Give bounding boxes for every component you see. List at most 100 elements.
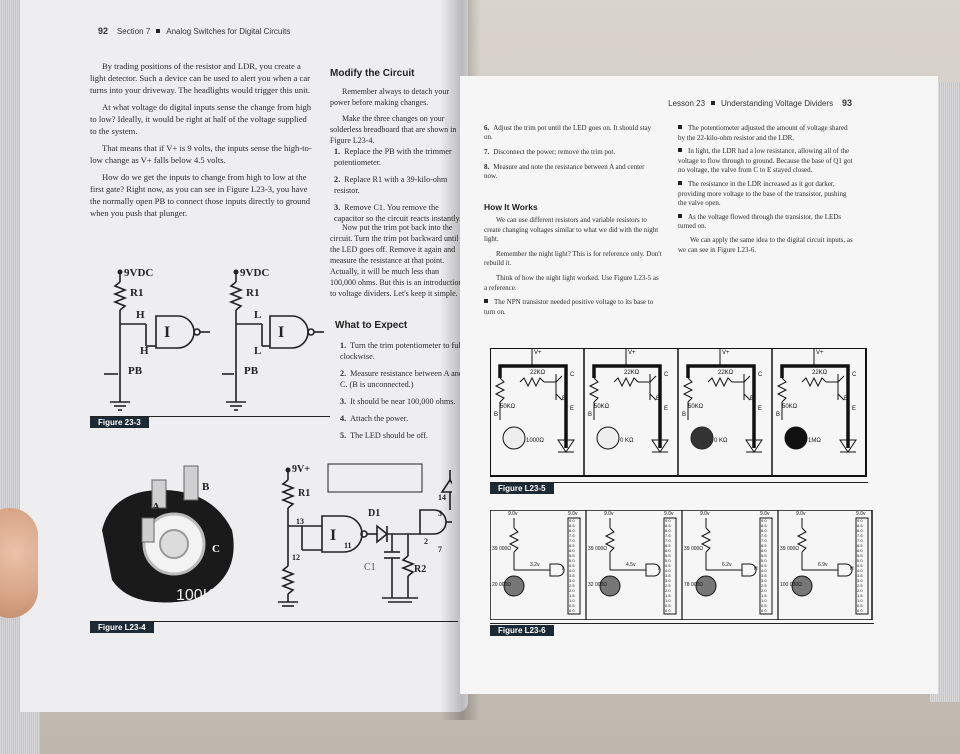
step-text: Attach the power. <box>350 414 409 423</box>
scale-tick-label: 4.5 <box>857 563 863 568</box>
scale-tick-label: 3.5 <box>665 573 671 578</box>
scale-tick-label: 5.5 <box>857 553 863 558</box>
scale-tick-label: 5.0 <box>569 558 575 563</box>
paragraph: How do we get the inputs to change from … <box>90 172 311 218</box>
paragraph: We can use different resistors and varia… <box>484 216 659 244</box>
pin-label: 11 <box>344 541 352 550</box>
panel-label: 6.2v <box>722 562 732 568</box>
panel-label: 50KΩ <box>500 404 516 410</box>
scale-tick-label: 7.0 <box>857 538 863 543</box>
scale-tick-label: 1.0 <box>665 598 671 603</box>
step-text: Disconnect the power; remove the trim po… <box>493 148 616 156</box>
scale-tick-label: 6.0 <box>761 548 767 553</box>
lesson-label: Lesson 23 <box>668 99 706 108</box>
panel-label: 9.0v <box>856 511 866 517</box>
scale-tick-label: 0.0 <box>761 608 767 613</box>
panel-label: 22KΩ <box>530 370 546 376</box>
panel-label: H <box>850 566 854 572</box>
scale-tick-label: 4.5 <box>569 563 575 568</box>
state-label: L <box>254 309 261 321</box>
scale-tick-label: 4.0 <box>761 568 767 573</box>
paragraph: By trading positions of the resistor and… <box>90 61 311 95</box>
diode-label: D1 <box>368 508 380 519</box>
panel-label: 39 000Ω <box>588 546 608 552</box>
right-bullets: The potentiometer adjusted the amount of… <box>678 124 854 260</box>
scale-tick-label: 9.0 <box>761 518 767 523</box>
hand-finger <box>0 508 38 618</box>
pin-label: 13 <box>296 517 304 526</box>
panel-label: 4.5v <box>626 562 636 568</box>
pushbutton-label: PB <box>128 365 143 377</box>
left-body-text: By trading positions of the resistor and… <box>90 60 314 224</box>
panel-label: B <box>562 396 567 402</box>
modify-heading: Modify the Circuit <box>330 68 415 79</box>
scale-tick-label: 6.0 <box>857 548 863 553</box>
page-number: 93 <box>841 98 852 108</box>
scale-tick-label: 8.5 <box>665 523 671 528</box>
panel-label: 50KΩ <box>688 404 704 410</box>
step-text: Replace the PB with the trimmer potentio… <box>334 147 452 167</box>
scale-tick-label: 5.0 <box>761 558 767 563</box>
panel-label: E <box>570 406 575 412</box>
pin-a-label: A <box>152 501 160 513</box>
bullet-text: As the voltage flowed through the transi… <box>678 212 842 231</box>
bullet-text: The NPN transistor needed positive volta… <box>484 298 654 316</box>
scale-tick-label: 4.5 <box>761 563 767 568</box>
figure-l23-5-schematic <box>490 348 867 477</box>
gate-label: I <box>164 324 170 341</box>
panel-label: 9.0v <box>568 511 578 517</box>
panel-label: C <box>664 372 669 378</box>
figure-rule <box>90 621 458 622</box>
scale-tick-label: 2.5 <box>761 583 767 588</box>
panel-label: 50KΩ <box>782 404 798 410</box>
modify-text: Remember always to detach your power bef… <box>330 86 464 151</box>
scale-tick-label: 1.5 <box>569 593 575 598</box>
scale-tick-label: 2.5 <box>665 583 671 588</box>
panel-label: L <box>562 566 565 572</box>
panel-label: 32 000Ω <box>588 582 608 588</box>
scale-tick-label: 8.0 <box>761 528 767 533</box>
panel-label: B <box>776 412 781 418</box>
pin-b-label: B <box>202 481 210 493</box>
scale-tick-label: 9.0 <box>665 518 671 523</box>
scale-tick-label: 7.0 <box>761 538 767 543</box>
scale-tick-label: 7.5 <box>569 533 575 538</box>
scale-tick-label: 9.0 <box>569 518 575 523</box>
state-label: H <box>140 345 149 357</box>
scale-tick-label: 2.0 <box>857 588 863 593</box>
figure-label: Figure 23-3 <box>90 417 149 428</box>
step-number: 8. <box>484 163 490 171</box>
scale-tick-label: 1.5 <box>761 593 767 598</box>
scale-tick-label: 4.0 <box>569 568 575 573</box>
panel-label: B <box>844 396 849 402</box>
scale-tick-label: 5.0 <box>857 558 863 563</box>
resistor-label: R1 <box>246 287 259 299</box>
panel-label: V+ <box>534 350 542 356</box>
figure-label: Figure L23-5 <box>490 483 554 494</box>
scale-tick-label: 9.0 <box>857 518 863 523</box>
panel-label: B <box>682 412 687 418</box>
scale-tick-label: 2.0 <box>761 588 767 593</box>
scale-tick-label: 0.0 <box>665 608 671 613</box>
figure-rule <box>490 482 868 483</box>
scale-tick-label: 7.5 <box>665 533 671 538</box>
how-text: We can use different resistors and varia… <box>484 216 662 317</box>
scale-tick-label: 1.0 <box>857 598 863 603</box>
paragraph: Now put the trim pot back into the circu… <box>330 223 463 298</box>
scale-tick-label: 6.0 <box>569 548 575 553</box>
scale-tick-label: 7.0 <box>569 538 575 543</box>
step-text: Replace R1 with a 39-kilo-ohm resistor. <box>334 175 448 195</box>
step-text: Adjust the trim pot until the LED goes o… <box>484 124 652 141</box>
scale-tick-label: 6.5 <box>857 543 863 548</box>
panel-label: E <box>664 406 669 412</box>
pin-label: 3 <box>438 509 442 518</box>
scale-tick-label: 1.5 <box>857 593 863 598</box>
figure-rule <box>90 416 330 417</box>
pin-label: 7 <box>438 545 442 554</box>
scale-tick-label: 3.0 <box>665 578 671 583</box>
panel-label: B <box>656 396 661 402</box>
